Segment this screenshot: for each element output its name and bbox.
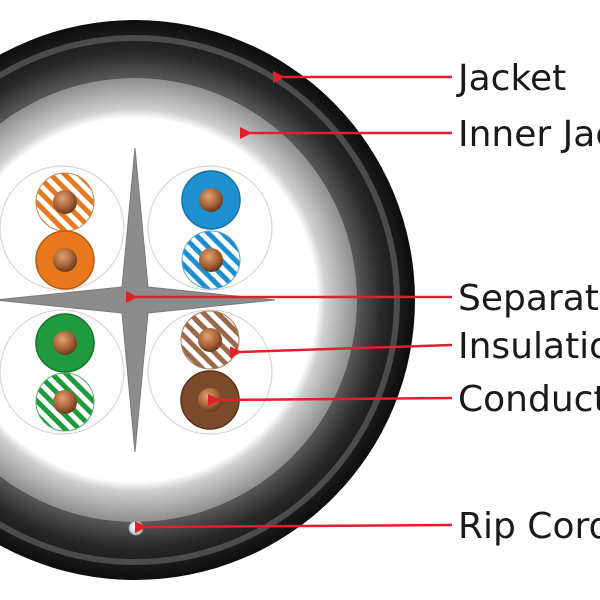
inner-jacket-label: Inner Jac [458, 114, 600, 155]
insulation-arrow [229, 343, 453, 359]
conductor [198, 328, 222, 352]
outer-jacket-highlight [0, 35, 400, 565]
rip-cord-label: Rip Cord [458, 506, 600, 547]
conductor [53, 331, 77, 355]
blue-pair [181, 170, 241, 290]
conductor [199, 188, 223, 212]
conductor-arrow [207, 394, 453, 407]
conductor-label: Conduct [458, 379, 600, 420]
conductor [199, 248, 223, 272]
rip-cord-arrow [134, 521, 453, 534]
orange-pair [35, 172, 95, 290]
conductor [53, 190, 77, 214]
conductor [53, 390, 77, 414]
brown-pair [180, 310, 240, 430]
green-pair [35, 313, 95, 432]
insulation-label: Insulatio [458, 326, 600, 367]
separator-label: Separato [458, 278, 600, 319]
jacket-label: Jacket [456, 58, 566, 99]
conductor [53, 248, 77, 272]
rip-cord [128, 520, 144, 536]
